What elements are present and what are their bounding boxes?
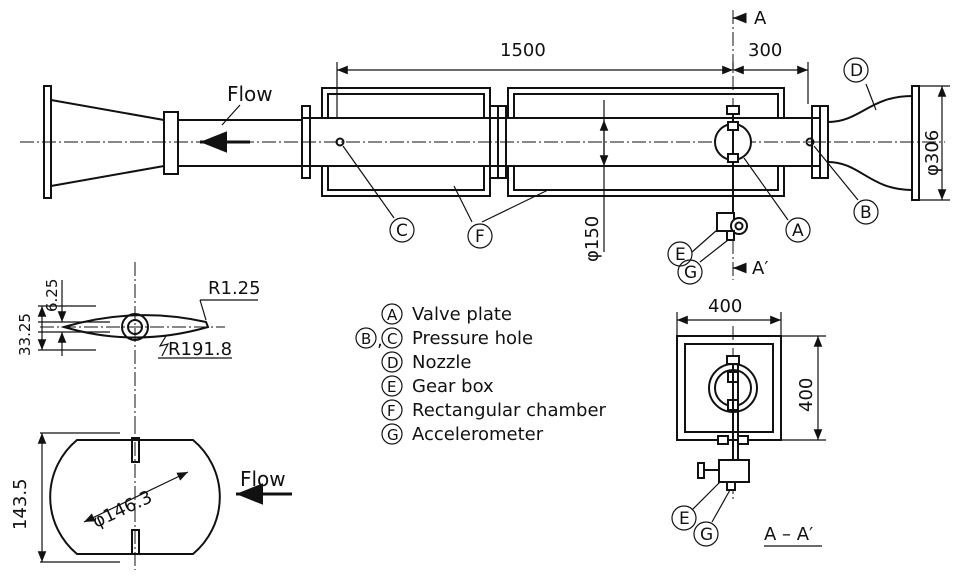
callout-b <box>853 199 879 225</box>
dim-r191-8: R191.8 <box>168 339 232 360</box>
dim-143-5: 143.5 <box>10 478 31 530</box>
valve-profile-view: 6.25 33.25 R1.25 R191.8 <box>16 262 261 420</box>
legend-key: G <box>387 426 399 444</box>
pressure-hole-c <box>335 137 345 147</box>
callout-d <box>843 57 869 83</box>
pressure-hole-b <box>805 137 815 147</box>
svg-text:G: G <box>684 263 697 283</box>
svg-text:E: E <box>675 245 686 265</box>
diffuser-cone <box>50 99 165 187</box>
callout-g-section <box>693 521 719 547</box>
section-title: A – A′ <box>764 524 813 545</box>
section-a-top: A <box>754 8 767 29</box>
callout-c <box>389 217 415 243</box>
svg-text:G: G <box>700 525 713 545</box>
duct-side-view: Flow <box>20 8 950 285</box>
legend-item: A Valve plate <box>381 303 512 325</box>
dim-r1-25: R1.25 <box>208 278 261 299</box>
dim-phi146-3: φ146.3 <box>89 487 155 533</box>
valve-disc <box>49 439 221 555</box>
legend-label: Valve plate <box>412 304 512 325</box>
legend-key: F <box>387 402 396 420</box>
dim-400-height: 400 <box>796 378 817 412</box>
legend-label: Pressure hole <box>412 328 533 349</box>
legend-key-separator: , <box>377 330 383 351</box>
legend-key: D <box>387 354 399 372</box>
dim-phi150: φ150 <box>582 216 603 262</box>
legend-key-circle <box>381 303 403 325</box>
legend-key: A <box>387 306 398 324</box>
gear-box-section <box>718 459 750 483</box>
callout-e-section <box>671 505 697 531</box>
flow-label-top: Flow <box>227 82 273 106</box>
valve-airfoil <box>60 314 210 339</box>
legend-label: Nozzle <box>412 352 471 373</box>
legend-key-circle <box>381 327 403 349</box>
callout-a <box>785 217 811 243</box>
svg-text:B: B <box>860 203 872 223</box>
section-chamber <box>676 335 782 441</box>
legend-item: G Accelerometer <box>381 423 544 445</box>
legend-key-circle <box>381 375 403 397</box>
legend-label: Gear box <box>412 376 494 397</box>
svg-text:C: C <box>396 221 408 241</box>
legend-label: Accelerometer <box>412 424 544 445</box>
svg-text:D: D <box>850 61 863 81</box>
left-flange <box>43 85 52 199</box>
legend-label: Rectangular chamber <box>412 400 607 421</box>
nozzle <box>827 95 913 191</box>
svg-text:F: F <box>475 227 485 247</box>
nozzle-flange <box>911 85 920 201</box>
dim-6-25: 6.25 <box>43 279 61 312</box>
legend-key-circle <box>381 351 403 373</box>
legend-item: E Gear box <box>381 375 494 397</box>
section-a-bottom: A′ <box>752 258 768 279</box>
legend-item: B,C Pressure hole <box>355 327 533 351</box>
callout-f <box>467 223 493 249</box>
svg-text:A: A <box>792 221 804 241</box>
dim-33-25: 33.25 <box>16 313 34 356</box>
flow-label-bottom: Flow <box>240 467 286 491</box>
section-a-a-view: 400 400 E G A – A′ <box>671 296 826 547</box>
legend-key-circle <box>381 423 403 445</box>
dim-1500: 1500 <box>500 40 546 61</box>
legend-item: F Rectangular chamber <box>381 399 607 421</box>
legend-key: E <box>387 378 396 396</box>
dim-phi306: φ306 <box>922 130 943 176</box>
dim-400-width: 400 <box>708 296 742 317</box>
dim-300: 300 <box>748 40 782 61</box>
valve-plate-front-view: 143.5 φ146.3 Flow <box>10 420 292 570</box>
legend-key-circle <box>355 327 377 349</box>
legend-key-circle <box>381 399 403 421</box>
legend-key: B <box>361 330 371 348</box>
diffuser-flange <box>163 111 179 175</box>
legend-key: C <box>387 330 397 348</box>
callout-g-top <box>677 259 703 285</box>
svg-text:E: E <box>679 509 690 529</box>
legend-item: D Nozzle <box>381 351 471 373</box>
